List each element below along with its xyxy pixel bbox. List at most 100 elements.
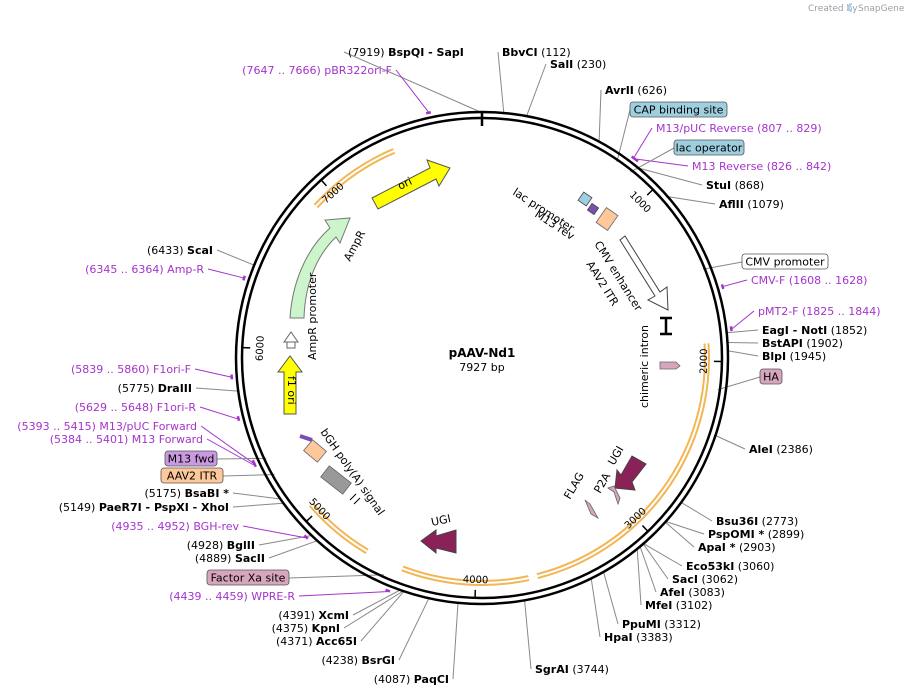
enzyme-leader-avrii	[598, 89, 602, 142]
primer-mark-amp-r	[242, 275, 247, 281]
enzyme-leader-eco53ki	[643, 543, 683, 567]
box-label-aav2-itr-left: AAV2 ITR	[160, 467, 224, 484]
primer-label-pmt2-f: pMT2-F (1825 .. 1844)	[758, 305, 881, 318]
enzyme-label-draiii: (5775) DraIII	[118, 382, 192, 395]
tick-label-6000: 6000	[255, 335, 267, 361]
ampr-arrow	[289, 217, 351, 319]
f1-ori-label: f1 ori	[285, 376, 298, 405]
arc-left-core	[315, 149, 395, 207]
arc-bgh-core	[310, 503, 368, 553]
lac-promoter-feature: lac promoter M13 rev	[510, 186, 600, 243]
enzyme-label-xcmi: (4391) XcmI	[278, 609, 349, 622]
ampr-feature: AmpR	[289, 217, 368, 319]
tick-5000	[305, 515, 313, 523]
enzyme-leader-apai	[664, 521, 695, 548]
tick-label-4000: 4000	[463, 575, 489, 587]
enzyme-label-sgrai: SgrAI (3744)	[535, 663, 609, 676]
primer-label-wpre-r: (4439 .. 4459) WPRE-R	[169, 590, 295, 603]
enzyme-label-apai: ApaI * (2903)	[698, 541, 776, 554]
enzyme-label-scai: (6433) ScaI	[147, 244, 213, 257]
aav2-itr-right-block	[595, 207, 619, 231]
cmv-promoter-mark	[660, 316, 672, 336]
primer-leader-m13-puc-forward	[200, 425, 254, 464]
primer-label-pbr322ori-f: (7647 .. 7666) pBR322ori-F	[242, 64, 392, 77]
enzyme-leader-xcmi	[352, 589, 401, 616]
tick-label-2000: 2000	[699, 348, 710, 374]
ugi-outer-arrow	[420, 529, 457, 555]
f1-ori-feature: f1 ori	[277, 355, 303, 415]
enzyme-label-alei: AleI (2386)	[749, 443, 813, 456]
box-label-ha: HA	[759, 368, 783, 385]
enzyme-label-pspomi: PspOMI * (2899)	[708, 528, 804, 541]
p2a-arrow	[607, 485, 621, 506]
primer-leader-pmt2-f	[731, 310, 755, 329]
box-label-lac-operator: lac operator	[673, 139, 745, 156]
enzyme-label-bspqi: (7919) BspQI - SapI	[348, 46, 464, 59]
arc-bottom-core	[402, 567, 529, 584]
enzyme-label-mfei: MfeI (3102)	[645, 599, 712, 612]
arc-right-core	[537, 343, 708, 578]
ugi-inner-arrow	[614, 455, 647, 491]
primer-label-bgh-rev: (4935 .. 4952) BGH-rev	[111, 520, 239, 533]
enzyme-label-bstapi: BstAPI (1902)	[762, 337, 843, 350]
plasmid-center: pAAV-Nd1 7927 bp	[449, 346, 516, 374]
enzyme-label-bsrgi: (4238) BsrGI	[321, 654, 395, 667]
tick-7000	[320, 179, 328, 187]
primer-mark-bgh-rev	[303, 534, 309, 540]
enzyme-label-bglii: (4928) BglII	[187, 539, 255, 552]
box-text-factor-xa-site: Factor Xa site	[211, 572, 286, 585]
backbone	[234, 110, 730, 606]
cmv-promoter-block	[660, 316, 672, 336]
credit: Created by SnapGene	[808, 3, 905, 14]
ugi-inner-label: UGI	[605, 444, 626, 468]
ori-feature: ori	[371, 159, 451, 210]
box-label-cmv-promoter: CMV promoter	[741, 253, 829, 270]
ugi-inner-feature: UGI	[605, 444, 647, 491]
aav2-itr-left-feature	[299, 434, 327, 463]
box-ha	[759, 368, 783, 385]
tick-1000	[646, 188, 654, 196]
aav2-itr-right-feature	[595, 207, 619, 231]
primer-mark-f1ori-r	[236, 415, 241, 422]
enzyme-leader-bbvci	[497, 51, 505, 114]
enzyme-label-saci1: SacI (3062)	[672, 573, 738, 586]
primer-label-m13-puc-reverse: M13/pUC Reverse (807 .. 829)	[656, 122, 822, 135]
enzyme-leader-hpai	[590, 578, 601, 638]
leader-lines	[194, 51, 761, 680]
enzyme-leader-bstapi	[727, 342, 759, 344]
primer-leader-f1ori-r	[199, 406, 238, 420]
enzyme-leader-acc65i	[360, 590, 405, 642]
credit-brand: SnapGene	[858, 4, 905, 14]
enzyme-label-bsu36i: Bsu36I (2773)	[716, 515, 798, 528]
enzyme-leader-saci1	[642, 543, 669, 580]
bgh-polya-feature: bGH poly(A) signal	[318, 426, 388, 518]
ori-arrow	[371, 159, 451, 210]
box-label-cap-binding-site: CAP binding site	[629, 101, 728, 118]
primer-mark-m13-forward	[252, 461, 257, 468]
box-label-m13-fwd: M13 fwd	[164, 450, 218, 467]
primer-mark-pmt2-f	[729, 326, 733, 332]
enzyme-leader-stui	[638, 167, 703, 186]
enzyme-label-sacii: (4889) SacII	[195, 552, 265, 565]
cmv-enhancer-arrow	[619, 235, 669, 311]
primer-leader-pbr322ori-f	[395, 69, 429, 113]
box-text-lac-operator: lac operator	[676, 142, 743, 155]
ampr-label: AmpR	[341, 228, 368, 263]
enzyme-leader-sgrai	[524, 600, 532, 670]
enzyme-leader-bsrgi	[398, 597, 430, 661]
enzyme-leader-blpi	[727, 350, 759, 357]
box-text-aav2-itr-left: AAV2 ITR	[167, 470, 218, 483]
enzyme-leader-aflii	[667, 196, 716, 205]
enzyme-label-paqci: (4087) PaqCI	[374, 673, 449, 686]
flag-label: FLAG	[561, 470, 587, 501]
highlight-arcs	[309, 148, 710, 586]
enzyme-leader-sacii	[268, 540, 318, 559]
enzyme-leader-mfei	[636, 548, 642, 606]
enzyme-leader-pspomi	[665, 521, 705, 535]
f1-ori-arrow	[277, 355, 303, 415]
lac-promoter-block	[577, 191, 593, 207]
ampr-promoter-label: AmpR promoter	[306, 272, 319, 360]
enzyme-leader-draiii	[195, 387, 239, 392]
box-m13-fwd	[164, 450, 218, 467]
enzyme-label-afei: AfeI (3083)	[660, 586, 725, 599]
